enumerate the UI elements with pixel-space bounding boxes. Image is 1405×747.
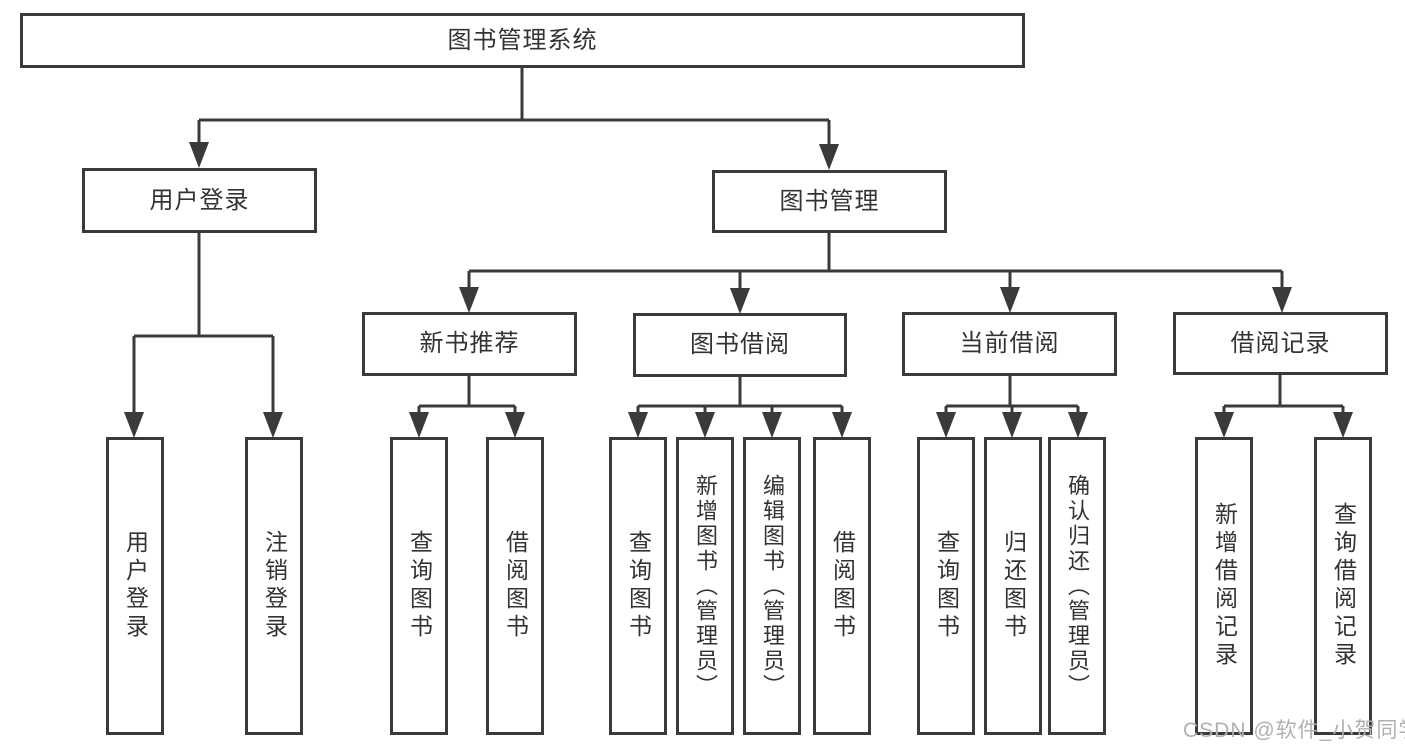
leaf-logout: 注销登录 [245,437,303,735]
node-current-borrow: 当前借阅 [902,312,1117,376]
leaf-borrow-borrow-books: 借阅图书 [813,437,871,735]
node-new-book-recommend: 新书推荐 [362,312,577,376]
leaf-borrow-edit-books-admin: 编辑图书（管理员） [743,437,801,735]
leaf-borrow-query-books: 查询图书 [609,437,667,735]
leaf-newbook-query-books: 查询图书 [390,437,448,735]
leaf-records-add-borrow-record: 新增借阅记录 [1195,437,1253,735]
node-book-borrow: 图书借阅 [633,313,847,377]
leaf-current-query-books: 查询图书 [917,437,975,735]
node-user-login: 用户登录 [82,168,317,233]
node-root: 图书管理系统 [20,13,1025,68]
leaf-borrow-add-books-admin: 新增图书（管理员） [676,437,734,735]
leaf-current-confirm-return-admin: 确认归还（管理员） [1048,437,1106,735]
watermark-text: CSDN @软件_小贺同学 [1183,719,1405,742]
leaf-current-return-books: 归还图书 [984,437,1042,735]
node-book-management: 图书管理 [712,170,947,233]
leaf-records-query-borrow-record: 查询借阅记录 [1314,437,1372,735]
leaf-user-login: 用户登录 [106,437,164,735]
node-borrow-records: 借阅记录 [1173,312,1388,375]
leaf-newbook-borrow-books: 借阅图书 [486,437,544,735]
